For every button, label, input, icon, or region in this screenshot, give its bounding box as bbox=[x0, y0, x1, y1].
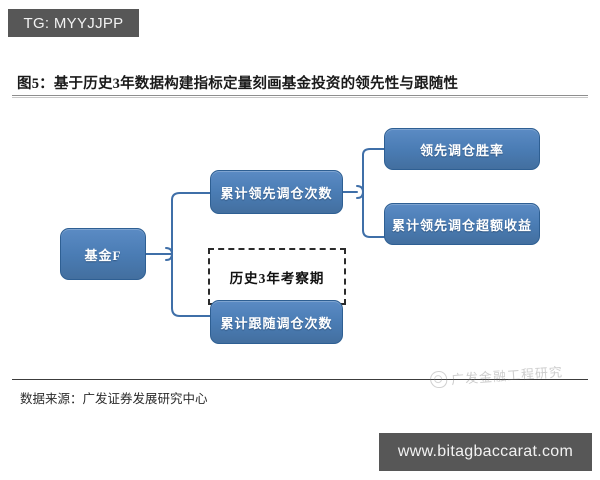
node-fund-f[interactable]: 基金F bbox=[60, 228, 146, 280]
connector-to-excess-return bbox=[362, 229, 385, 238]
site-url-text: www.bitagbaccarat.com bbox=[397, 443, 574, 460]
flow-diagram: 基金F 累计领先调仓次数 历史3年考察期 累计跟随调仓次数 领先调仓胜率 累计领… bbox=[0, 100, 600, 375]
connector-bracket-notch-left bbox=[165, 247, 173, 261]
connector-bracket-notch-right bbox=[356, 185, 364, 199]
node-lead-rebalance-win-rate[interactable]: 领先调仓胜率 bbox=[384, 128, 540, 170]
connector-to-lead-count bbox=[171, 192, 211, 201]
telegram-handle-watermark: TG: MYYJJPP bbox=[8, 9, 139, 37]
node-three-year-observation-period: 历史3年考察期 bbox=[208, 248, 346, 305]
data-source-note: 数据来源：广发证券发展研究中心 bbox=[20, 392, 208, 406]
connector-to-follow-count bbox=[171, 307, 211, 317]
figure-title: 图5：基于历史3年数据构建指标定量刻画基金投资的领先性与跟随性 bbox=[17, 76, 459, 92]
node-cumulative-lead-rebalance-count[interactable]: 累计领先调仓次数 bbox=[210, 170, 343, 214]
site-url-watermark: www.bitagbaccarat.com bbox=[379, 433, 592, 471]
title-divider bbox=[12, 95, 588, 98]
node-cumulative-follow-rebalance-count[interactable]: 累计跟随调仓次数 bbox=[210, 300, 343, 344]
connector-to-winrate bbox=[362, 148, 385, 156]
telegram-handle-text: TG: MYYJJPP bbox=[23, 14, 124, 32]
footer-divider bbox=[12, 379, 588, 380]
node-cumulative-lead-rebalance-excess-return[interactable]: 累计领先调仓超额收益 bbox=[384, 203, 540, 245]
connector-lines bbox=[145, 148, 385, 317]
